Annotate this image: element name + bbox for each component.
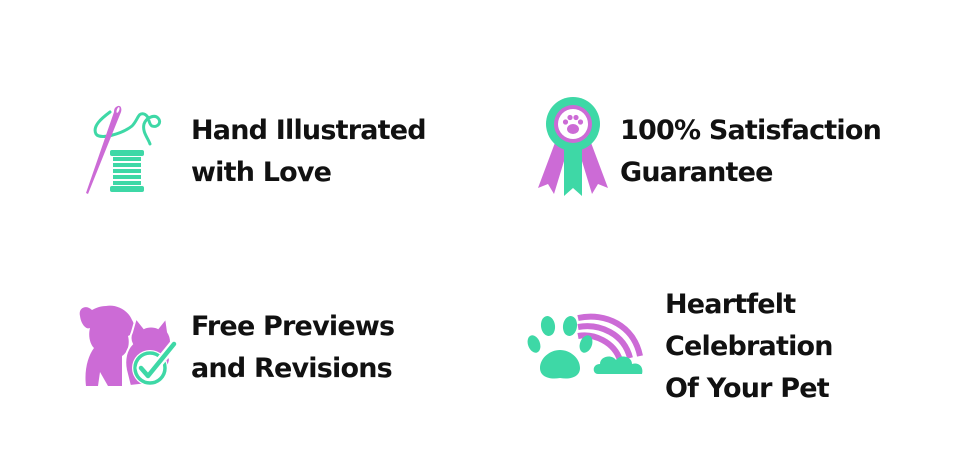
feature-label: Hand Illustrated with Love — [191, 110, 427, 194]
feature-label-line: Heartfelt — [665, 289, 796, 320]
needle-thread-spool-icon — [82, 104, 162, 198]
feature-label-line: with Love — [191, 157, 332, 188]
feature-label: Free Previews and Revisions — [191, 306, 395, 390]
paw-award-ribbon-icon — [534, 96, 612, 200]
feature-label-line: 100% Satisfaction — [620, 115, 882, 146]
feature-label: 100% Satisfaction Guarantee — [620, 110, 882, 194]
feature-label-line: Free Previews — [191, 311, 395, 342]
feature-label-line: Of Your Pet — [665, 373, 830, 404]
feature-label-line: Guarantee — [620, 157, 774, 188]
feature-label: Heartfelt Celebration Of Your Pet — [665, 284, 834, 410]
feature-label-line: and Revisions — [191, 353, 393, 384]
paw-rainbow-icon — [526, 312, 648, 382]
feature-label-line: Celebration — [665, 331, 834, 362]
feature-label-line: Hand Illustrated — [191, 115, 427, 146]
pets-checkmark-icon — [78, 300, 184, 392]
